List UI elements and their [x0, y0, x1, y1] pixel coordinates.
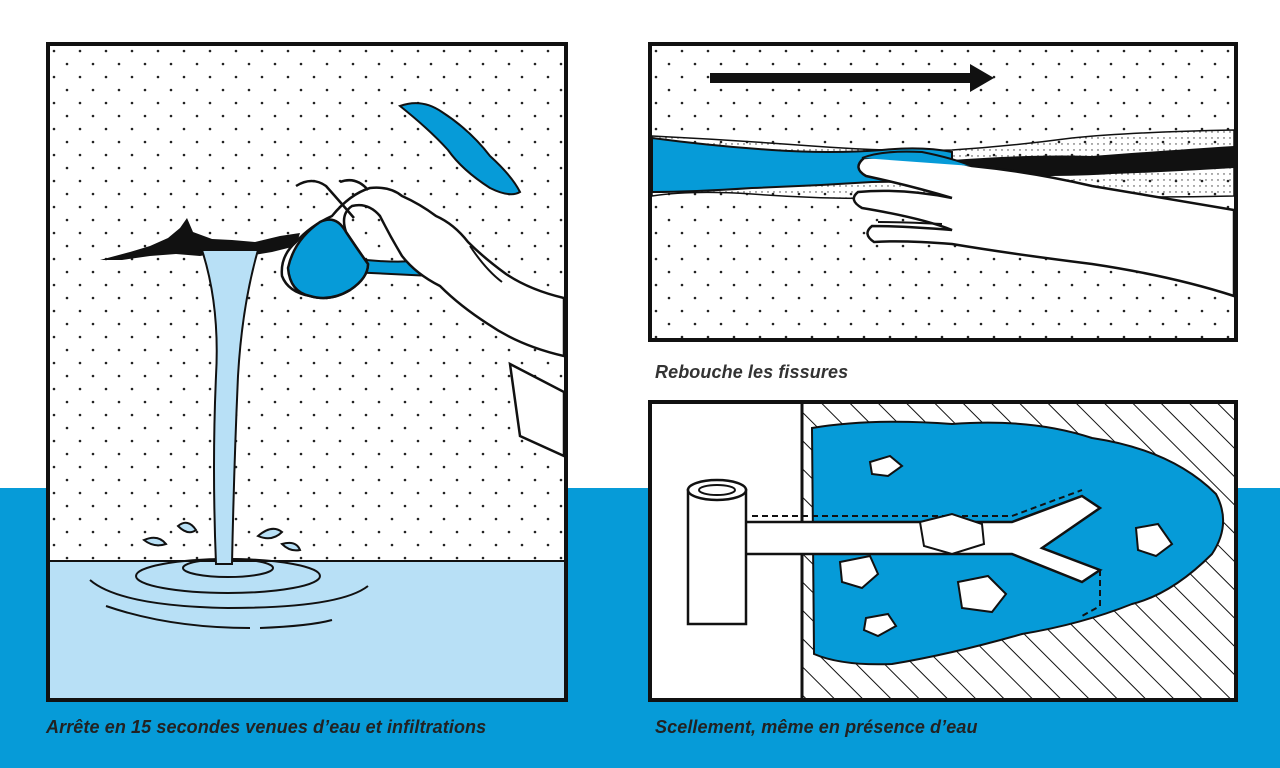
sealing-drawing	[686, 404, 1234, 698]
direction-arrow-icon	[710, 64, 994, 92]
stones	[838, 454, 1174, 638]
pipe	[686, 478, 748, 626]
water-pool	[50, 561, 564, 698]
illustration-stop-leak	[46, 42, 568, 702]
water-splashes	[142, 521, 302, 552]
illustration-fill-cracks	[648, 42, 1238, 342]
caption-sealing: Scellement, même en présence d’eau	[655, 717, 978, 737]
fill-cracks-drawing	[652, 46, 1234, 338]
mortar-blob	[397, 102, 522, 196]
gloved-hand	[280, 179, 564, 458]
anchor-bar	[720, 489, 1103, 617]
hand	[852, 150, 1234, 298]
caption-fill-cracks: Rebouche les fissures	[655, 362, 849, 382]
caption-stop-leak: Arrête en 15 secondes venues d’eau et in…	[46, 717, 487, 737]
illustration-sealing	[648, 400, 1238, 702]
water-jet	[200, 249, 260, 565]
open-crack	[952, 146, 1234, 176]
stop-leak-drawing	[50, 46, 564, 698]
